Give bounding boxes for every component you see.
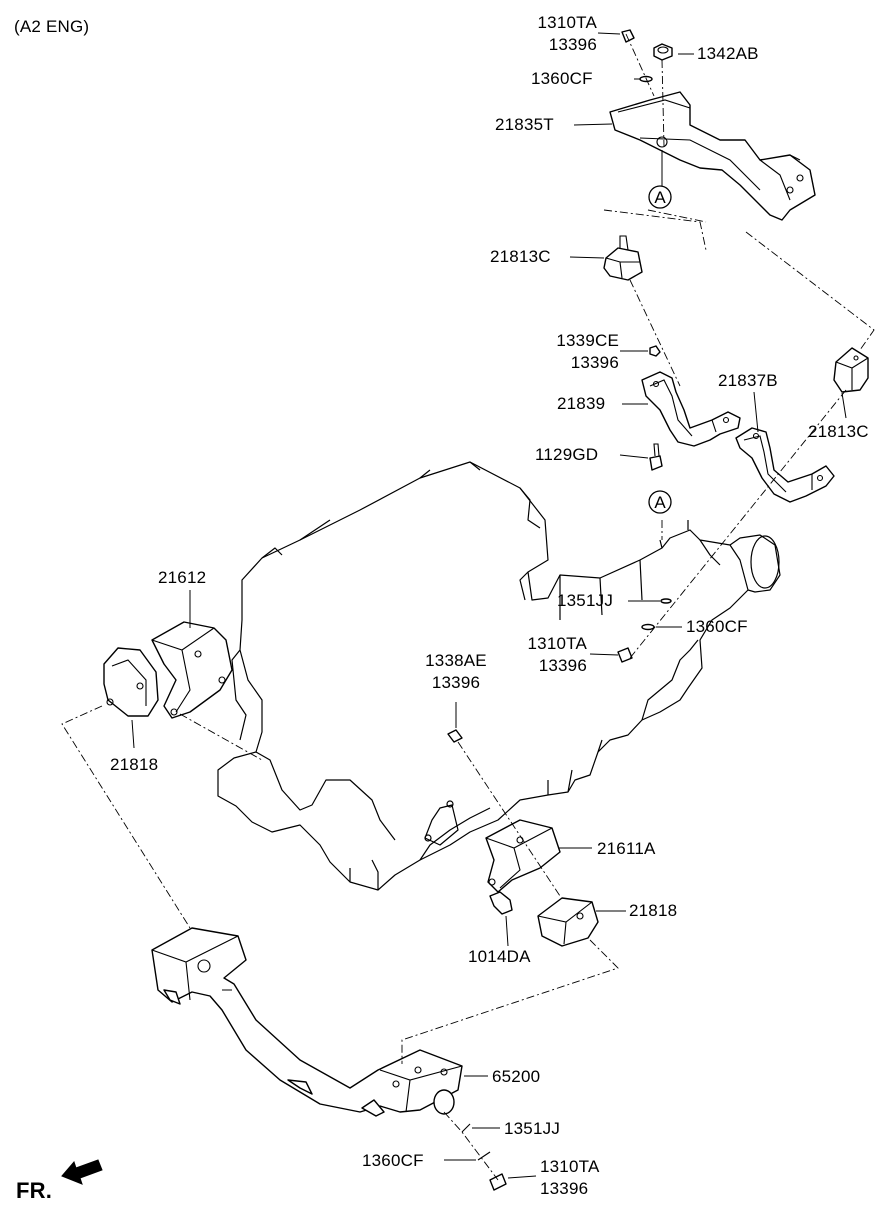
callout-1360cf-top: 1360CF xyxy=(531,69,593,88)
front-direction-label: FR. xyxy=(16,1178,53,1203)
bracket-21839 xyxy=(641,371,741,447)
nut-1310ta-mid xyxy=(617,647,633,663)
callout-21611a: 21611A xyxy=(597,839,656,858)
callout-21818-left: 21818 xyxy=(110,755,159,774)
callout-21813c-top: 21813C xyxy=(490,247,551,266)
callout-1129gd: 1129GD xyxy=(535,445,599,464)
nut-1310ta-bot xyxy=(489,1173,507,1191)
nut-1339ce xyxy=(649,345,661,357)
washer-1360cf-bot xyxy=(477,1151,491,1161)
washer-1360cf-mid xyxy=(641,623,655,631)
bracket-21612 xyxy=(151,621,233,719)
bracket-21611a xyxy=(485,819,561,893)
callout-21837b: 21837B xyxy=(718,371,778,390)
washer-1351jj-mid xyxy=(660,598,672,604)
crossmember-65200 xyxy=(151,927,463,1117)
callout-65200: 65200 xyxy=(492,1067,541,1086)
leader-lines xyxy=(131,32,847,1179)
mount-21813c-right xyxy=(833,347,869,393)
callout-1360cf-bot: 1360CF xyxy=(362,1151,424,1170)
washer-1351jj-bot xyxy=(461,1123,471,1133)
reference-marker-a-top: A xyxy=(648,185,672,209)
callout-1342ab: 1342AB xyxy=(697,44,759,63)
callout-1014da: 1014DA xyxy=(468,947,531,966)
callout-1360cf-mid: 1360CF xyxy=(686,617,748,636)
mount-21813c-top xyxy=(603,235,643,281)
bolt-1129gd xyxy=(649,443,663,471)
callout-21813c-right: 21813C xyxy=(808,422,869,441)
assembly-dashed-lines xyxy=(61,33,875,1181)
mount-21818-left xyxy=(103,647,159,717)
callout-1351jj-mid: 1351JJ xyxy=(557,591,614,610)
svg-text:A: A xyxy=(654,188,666,207)
callout-21818-right: 21818 xyxy=(629,901,678,920)
bolt-1338ae xyxy=(447,729,463,743)
callout-21612: 21612 xyxy=(158,568,207,587)
callout-21839: 21839 xyxy=(557,394,606,413)
mount-21818-right xyxy=(537,897,599,947)
nut-1342ab xyxy=(653,43,673,61)
crossmember-21835t xyxy=(609,91,816,221)
bracket-21837b xyxy=(735,427,835,503)
callout-21835t: 21835T xyxy=(495,115,554,134)
front-direction-arrow-icon xyxy=(61,1159,103,1185)
callout-1351jj-bot: 1351JJ xyxy=(504,1119,561,1138)
engine-block xyxy=(217,461,781,891)
svg-text:A: A xyxy=(654,493,666,512)
engine-variant-label: (A2 ENG) xyxy=(14,17,90,36)
bolt-1014da xyxy=(489,891,513,915)
nut-1310ta-top xyxy=(621,29,635,43)
reference-marker-a-mid: A xyxy=(648,490,672,514)
